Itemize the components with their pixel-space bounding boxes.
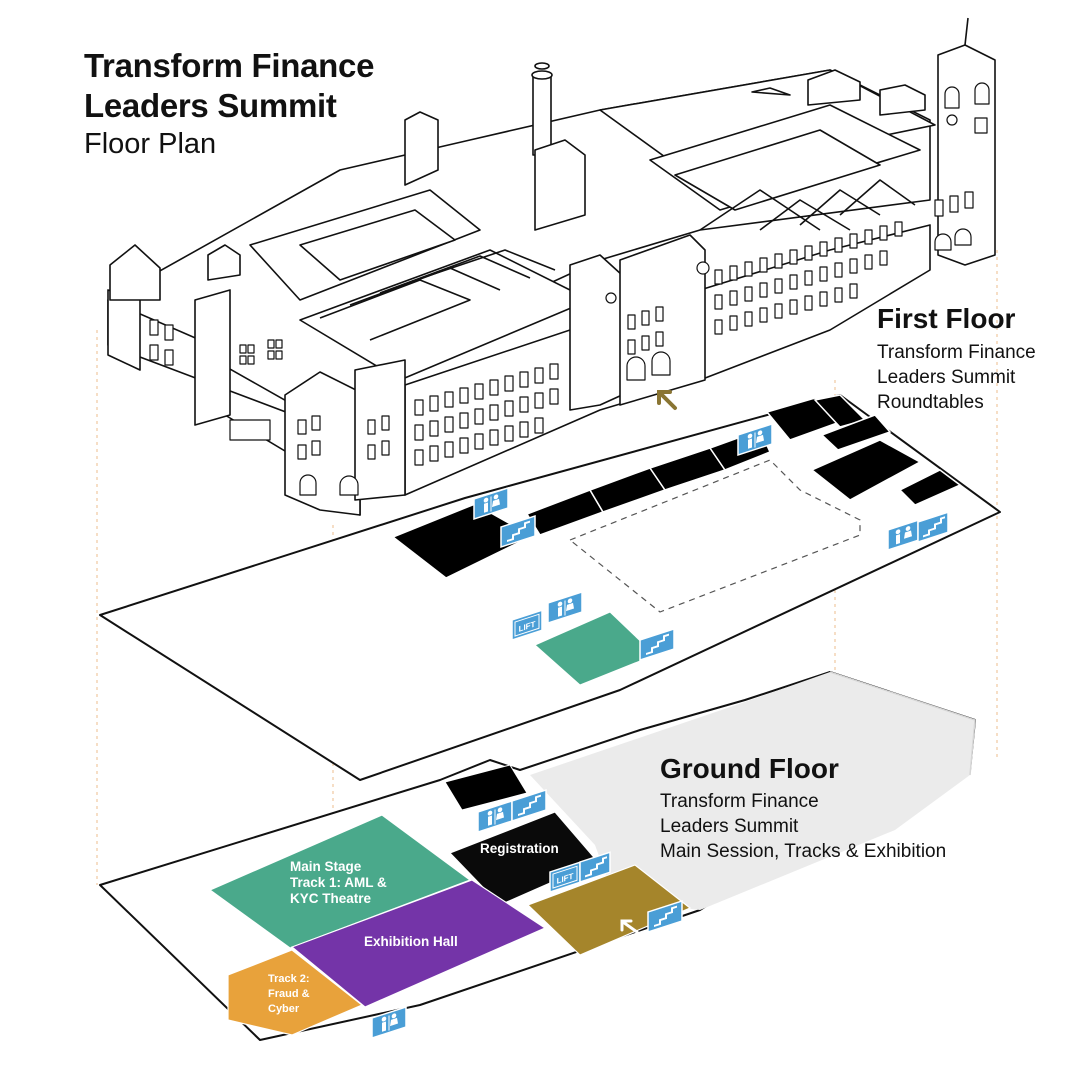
facade-windows-row-b (714, 221, 903, 335)
registration-label: Registration (480, 841, 559, 856)
ground-floor-heading: Ground Floor (660, 753, 839, 784)
ground-floor-desc-line1: Transform Finance (660, 791, 819, 812)
main-stage-label: Main Stage Track 1: AML & KYC Theatre (290, 859, 391, 906)
lift-icon: LIFT (511, 609, 543, 641)
building-entrance-arrow (657, 390, 677, 410)
toilets-icon (547, 590, 583, 624)
stairs-icon (639, 627, 675, 661)
ground-floor-desc-line2: Leaders Summit (660, 816, 799, 837)
facade-windows-row-a (414, 363, 559, 466)
track2-label-line3: Cyber (268, 1003, 300, 1015)
toilets-icon (473, 486, 509, 520)
tower-windows (605, 82, 990, 381)
stairs-icon (500, 514, 536, 548)
main-stage-label-line1: Main Stage (290, 859, 362, 874)
stairs-icon (579, 851, 611, 883)
ground-floor-plate (99, 671, 976, 1041)
stairs-icon (511, 788, 547, 822)
first-floor-desc-line2: Leaders Summit (877, 367, 1016, 388)
toilets-icon (737, 422, 773, 456)
left-wing-windows (149, 319, 390, 496)
page-title-line2: Leaders Summit (84, 87, 337, 124)
page-title-line1: Transform Finance (84, 47, 375, 84)
first-floor-heading: First Floor (877, 303, 1016, 334)
main-stage-room (208, 814, 472, 949)
ground-entrance-arrow (620, 919, 639, 934)
facility-icons: LIFT (371, 422, 949, 1039)
stairs-icon (647, 899, 683, 933)
main-stage-label-line3: KYC Theatre (290, 891, 372, 906)
stairs-icon (917, 511, 949, 543)
entrance-room (526, 864, 692, 956)
first-floor-desc-line3: Roundtables (877, 392, 984, 413)
building-illustration (107, 17, 996, 516)
first-floor-desc-line1: Transform Finance (877, 342, 1036, 363)
exhibition-hall-room (290, 879, 547, 1008)
toilets-icon (371, 1005, 407, 1039)
track2-label-line1: Track 2: (268, 973, 310, 985)
track2-room (227, 949, 364, 1036)
track2-label-line2: Fraud & (268, 988, 310, 1000)
track2-label: Track 2: Fraud & Cyber (268, 973, 313, 1015)
ground-floor-desc-line3: Main Session, Tracks & Exhibition (660, 841, 947, 862)
first-floor-plate (99, 394, 1001, 781)
main-stage-label-line2: Track 1: AML & (290, 875, 387, 890)
page-subtitle: Floor Plan (84, 128, 217, 160)
room-labels: Main Stage Track 1: AML & KYC Theatre Ex… (268, 841, 559, 1015)
ground-floor-shaded-area (530, 672, 975, 910)
exhibition-hall-label: Exhibition Hall (364, 934, 458, 949)
